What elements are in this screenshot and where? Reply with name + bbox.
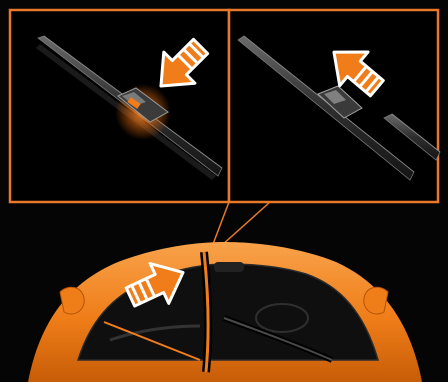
rain-sensor [214, 262, 244, 272]
detail-panel-right [229, 10, 440, 202]
detail-panel-left [10, 10, 229, 202]
left-mirror [60, 287, 84, 314]
wiper-arm-raised [204, 252, 208, 372]
right-mirror [364, 287, 388, 314]
